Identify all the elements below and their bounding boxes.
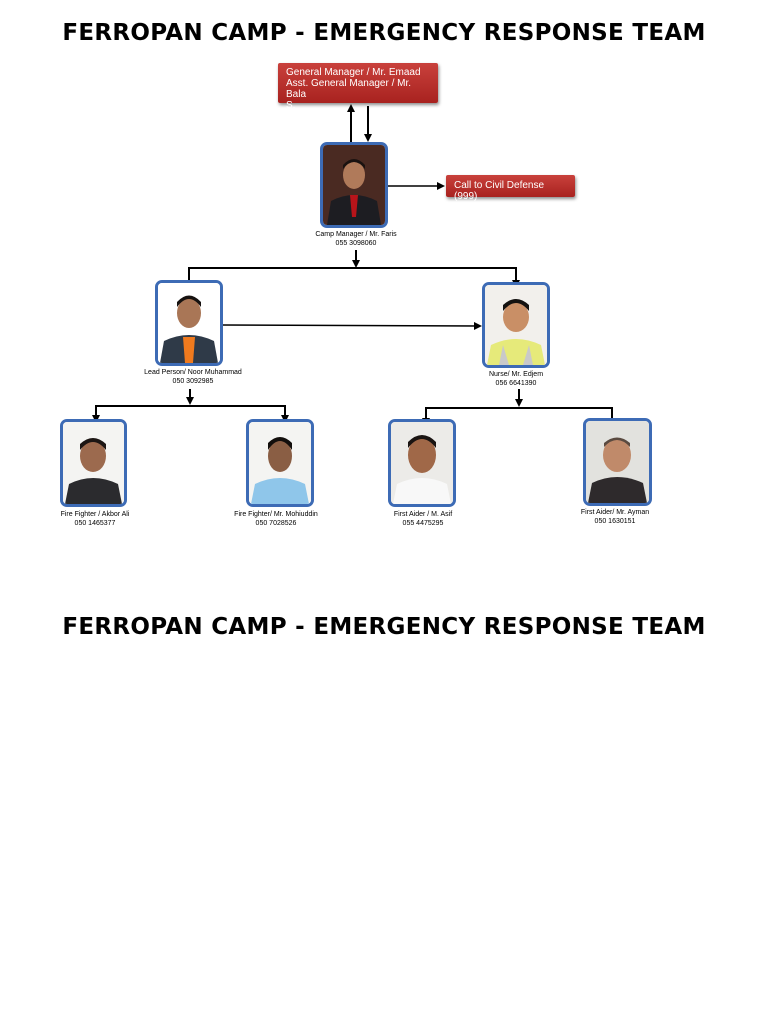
fire-fighter-1-role: Fire Fighter / Akbor Ali [60, 511, 130, 518]
first-aider-1-photo [388, 419, 456, 507]
lead-person-photo [155, 280, 223, 366]
fire-fighter-1-photo [60, 419, 127, 507]
camp-manager-phone: 055 3098060 [335, 240, 377, 247]
branch-nurse [425, 407, 613, 424]
fire-fighter-1-caption: Fire Fighter / Akbor Ali 050 1465377 [25, 510, 165, 528]
gm-line-1: General Manager / Mr. Emaad [286, 67, 421, 78]
person-avatar-icon [586, 421, 649, 503]
fire-fighter-2-caption: Fire Fighter/ Mr. Mohiuddin 050 7028526 [206, 510, 346, 528]
branch-lead [95, 405, 286, 421]
nurse-phone: 056 6641390 [495, 380, 537, 387]
camp-manager-role: Camp Manager / Mr. Faris [315, 231, 397, 238]
lead-person-role: Lead Person/ Noor Muhammad [144, 369, 242, 376]
person-avatar-icon [485, 285, 547, 365]
gm-line-2: Asst. General Manager / Mr. Bala [286, 78, 412, 100]
first-aider-1-phone: 055 4475295 [402, 520, 444, 527]
first-aider-2-phone: 050 1630151 [594, 518, 636, 525]
nurse-role: Nurse/ Mr. Edjem [488, 371, 544, 378]
first-aider-2-caption: First Aider/ Mr. Ayman 050 1630151 [545, 508, 685, 526]
gm-line-3: S. [286, 100, 296, 111]
person-avatar-icon [391, 422, 453, 504]
first-aider-1-caption: First Aider / M. Asif 055 4475295 [353, 510, 493, 528]
fire-fighter-2-role: Fire Fighter/ Mr. Mohiuddin [234, 511, 318, 518]
camp-manager-photo [320, 142, 388, 228]
page-title-repeat: FERROPAN CAMP - EMERGENCY RESPONSE TEAM [62, 614, 706, 640]
person-avatar-icon [63, 422, 124, 504]
first-aider-1-role: First Aider / M. Asif [393, 511, 453, 518]
person-avatar-icon [323, 145, 385, 225]
civil-defense-box: Call to Civil Defense (999) [446, 175, 575, 202]
fire-fighter-2-photo [246, 419, 314, 507]
person-avatar-icon [249, 422, 311, 504]
branch-level-2 [188, 267, 517, 286]
civil-defense-label: Call to Civil Defense (999) [454, 180, 545, 202]
lead-person-caption: Lead Person/ Noor Muhammad 050 3092985 [123, 368, 263, 386]
arrow-lead-to-nurse [221, 321, 482, 330]
page-title: FERROPAN CAMP - EMERGENCY RESPONSE TEAM [62, 20, 706, 46]
fire-fighter-2-phone: 050 7028526 [255, 520, 297, 527]
person-avatar-icon [158, 283, 220, 363]
fire-fighter-1-phone: 050 1465377 [74, 520, 116, 527]
camp-manager-caption: Camp Manager / Mr. Faris 055 3098060 [286, 230, 426, 248]
nurse-caption: Nurse/ Mr. Edjem 056 6641390 [446, 370, 586, 388]
first-aider-2-photo [583, 418, 652, 506]
lead-person-phone: 050 3092985 [172, 378, 214, 385]
gm-box: General Manager / Mr. Emaad Asst. Genera… [278, 63, 438, 111]
first-aider-2-role: First Aider/ Mr. Ayman [580, 509, 650, 516]
nurse-photo [482, 282, 550, 368]
